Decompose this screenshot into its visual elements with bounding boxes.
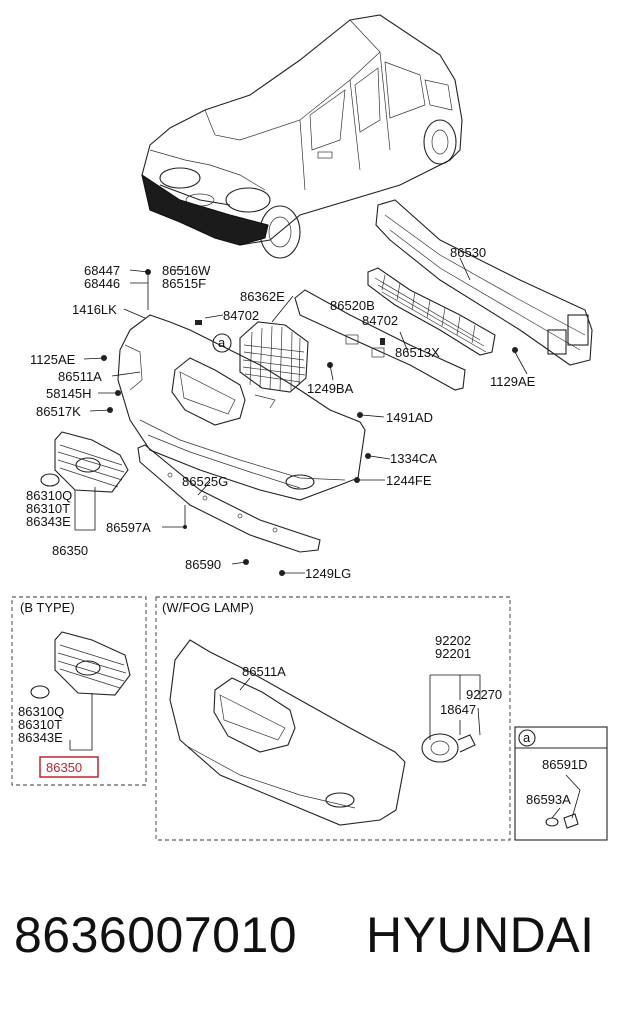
fog-callout-86511A: 86511A: [242, 664, 286, 679]
b-type-title: (B TYPE): [20, 600, 75, 615]
callout-86530: 86530: [450, 245, 486, 260]
callout-86350: 86350: [52, 543, 88, 558]
callout-1125AE: 1125AE: [30, 352, 76, 367]
parts-diagram: 68447 68446 86516W 86515F 1416LK 86362E …: [11, 14, 608, 841]
callout-1244FE: 1244FE: [386, 473, 432, 488]
main-callouts: 68447 68446 86516W 86515F 1416LK 86362E …: [26, 245, 536, 581]
callout-1249BA: 1249BA: [307, 381, 354, 396]
front-bumper: [117, 314, 366, 501]
callout-84702-a: 84702: [223, 308, 259, 323]
callout-86310Q: 86310Q: [26, 488, 72, 503]
callout-86343E: 86343E: [26, 514, 71, 529]
detail-callout-86593A: 86593A: [526, 792, 571, 807]
callout-1334CA: 1334CA: [390, 451, 437, 466]
callout-68447: 68447: [84, 263, 120, 278]
leader-lines: [74, 257, 528, 574]
callout-1129AE: 1129AE: [490, 374, 536, 389]
detail-a-panel: a 86591D 86593A: [514, 726, 608, 841]
upper-grille: [239, 321, 309, 393]
fog-lamp-panel: (W/FOG LAMP) 86511A 92202 92201 92270 18…: [155, 596, 511, 841]
car-illustration: [141, 14, 463, 259]
brand-name: HYUNDAI: [366, 907, 595, 963]
callout-86515F: 86515F: [162, 276, 206, 291]
highlight-box: [39, 756, 99, 778]
callout-86310T: 86310T: [26, 501, 70, 516]
fasteners: [101, 269, 518, 576]
callout-1416LK: 1416LK: [72, 302, 117, 317]
fog-callout-92201: 92201: [435, 646, 471, 661]
fog-lamp-title: (W/FOG LAMP): [162, 600, 254, 615]
svg-text:a: a: [218, 335, 226, 350]
part-number: 8636007010: [14, 907, 298, 963]
callout-86516W: 86516W: [162, 263, 211, 278]
btype-callout-86343E: 86343E: [18, 730, 63, 745]
callout-58145H: 58145H: [46, 386, 92, 401]
callout-86511A: 86511A: [58, 369, 102, 384]
btype-callout-86310T: 86310T: [18, 717, 62, 732]
svg-text:a: a: [523, 730, 531, 745]
highlighted-part-86350: 86350: [46, 760, 82, 775]
callout-86520B: 86520B: [330, 298, 375, 313]
b-type-panel: (B TYPE) 86310Q 86310T 86343E 86350: [11, 596, 147, 786]
callout-86597A: 86597A: [106, 520, 151, 535]
energy-absorber: [294, 289, 466, 391]
callout-86362E: 86362E: [240, 289, 285, 304]
reinforcement-beam: [375, 199, 593, 366]
btype-callout-86310Q: 86310Q: [18, 704, 64, 719]
chrome-grille-main: [40, 431, 129, 493]
callout-68446: 68446: [84, 276, 120, 291]
lower-grille: [367, 267, 496, 356]
detail-callout-86591D: 86591D: [542, 757, 588, 772]
fog-callout-92270: 92270: [466, 687, 502, 702]
callout-86590: 86590: [185, 557, 221, 572]
lower-spoiler: [137, 444, 321, 553]
callout-84702-b: 84702: [362, 313, 398, 328]
fog-callout-92202: 92202: [435, 633, 471, 648]
callout-1249LG: 1249LG: [305, 566, 351, 581]
detail-a-marker: a: [212, 333, 232, 353]
callout-1491AD: 1491AD: [386, 410, 433, 425]
callout-86525G: 86525G: [182, 474, 228, 489]
callout-86517K: 86517K: [36, 404, 81, 419]
callout-86513X: 86513X: [395, 345, 440, 360]
fog-callout-18647: 18647: [440, 702, 476, 717]
